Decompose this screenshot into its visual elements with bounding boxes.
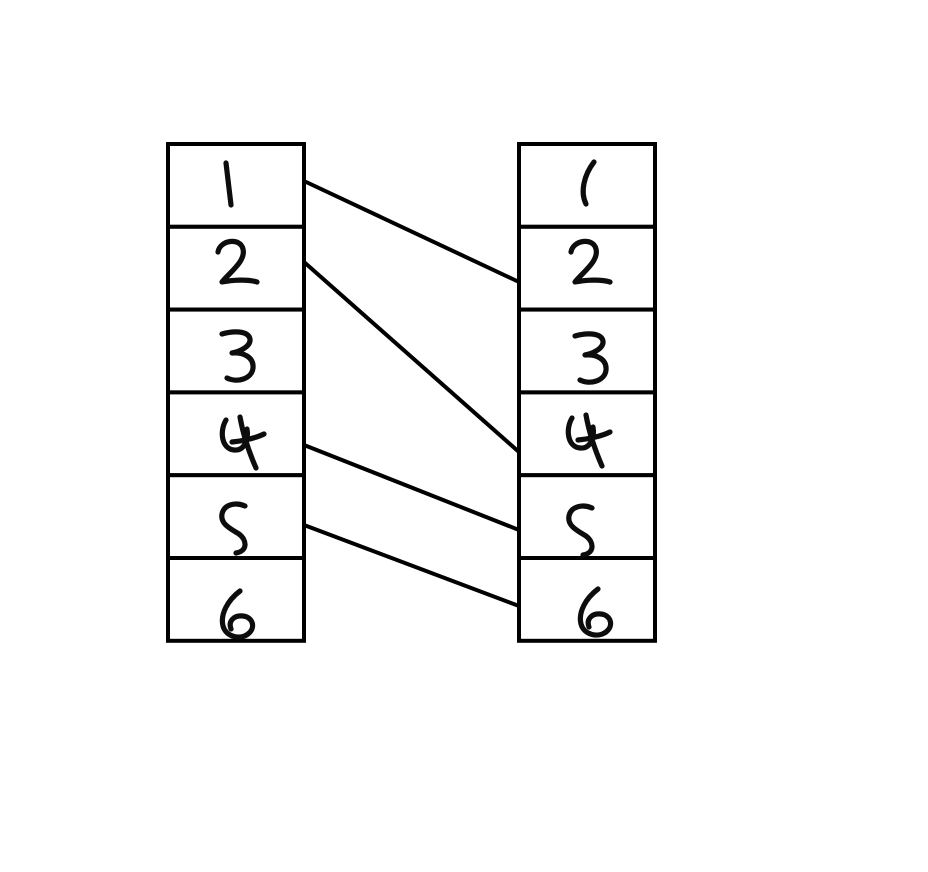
right-cell-4-digit bbox=[565, 412, 613, 469]
right-column bbox=[517, 142, 657, 643]
left-cell-4-digit bbox=[219, 414, 267, 471]
left-cell-5-digit bbox=[219, 501, 248, 556]
right-cell-2-digit bbox=[568, 238, 613, 285]
right-cell-3[interactable] bbox=[517, 307, 657, 395]
right-cell-6-digit bbox=[577, 586, 614, 638]
left-cell-2-digit bbox=[215, 238, 260, 285]
right-cell-1-digit bbox=[580, 159, 597, 207]
link-left5-right6[interactable] bbox=[303, 523, 520, 608]
link-left4-right5[interactable] bbox=[303, 443, 520, 532]
link-left2-right4[interactable] bbox=[302, 260, 521, 454]
right-cell-5[interactable] bbox=[517, 473, 657, 561]
right-cell-5-digit bbox=[566, 503, 595, 558]
right-cell-4[interactable] bbox=[517, 390, 657, 478]
left-cell-3-digit bbox=[219, 329, 256, 383]
left-column bbox=[166, 142, 306, 643]
mapping-lines bbox=[302, 179, 521, 608]
link-left1-right2[interactable] bbox=[303, 179, 520, 284]
right-cell-1[interactable] bbox=[517, 142, 657, 229]
left-cell-4[interactable] bbox=[166, 390, 306, 478]
left-cell-1-digit bbox=[223, 160, 234, 208]
left-cell-6-digit bbox=[219, 588, 256, 640]
left-cell-1[interactable] bbox=[166, 142, 306, 229]
left-cell-6[interactable] bbox=[166, 556, 306, 643]
right-cell-3-digit bbox=[572, 331, 609, 385]
left-cell-5[interactable] bbox=[166, 473, 306, 561]
